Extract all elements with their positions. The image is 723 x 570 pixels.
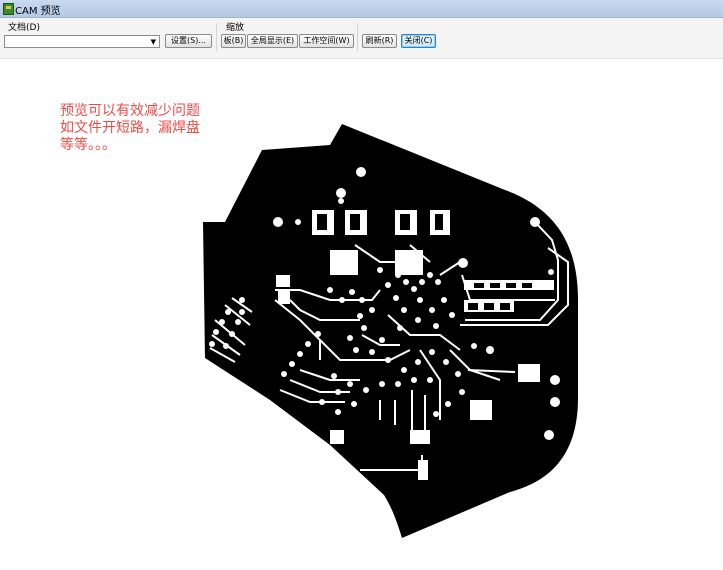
title-bar: CAM 预览 [0,0,723,18]
zoom-board-button[interactable]: 板(B) [221,34,246,48]
pad-holes [317,214,532,310]
zoom-fit-all-button[interactable]: 全局显示(E) [247,34,298,48]
toolbar-divider [216,23,217,51]
board-copper-pour [203,124,578,538]
dropdown-arrow-icon[interactable]: ▼ [150,38,156,46]
refresh-button[interactable]: 刷新(R) [362,34,397,48]
preview-annotation: 预览可以有效减少问题 如文件开短路，漏焊盘 等等。。。 [60,103,200,153]
zoom-workspace-button[interactable]: 工作空间(W) [299,34,354,48]
via-group [209,167,560,440]
toolbar-divider [357,23,358,51]
close-button[interactable]: 关闭(C) [401,34,436,48]
document-select[interactable]: ▼ [4,35,160,48]
document-label: 文档(D) [8,23,40,33]
zoom-label: 缩放 [226,23,245,33]
window-title: CAM 预览 [15,6,61,17]
cam-app-icon [3,3,14,15]
toolbar: 文档(D) ▼ 设置(S)... 缩放 板(B) 全局显示(E) 工作空间(W)… [0,18,723,59]
settings-button[interactable]: 设置(S)... [165,34,212,48]
